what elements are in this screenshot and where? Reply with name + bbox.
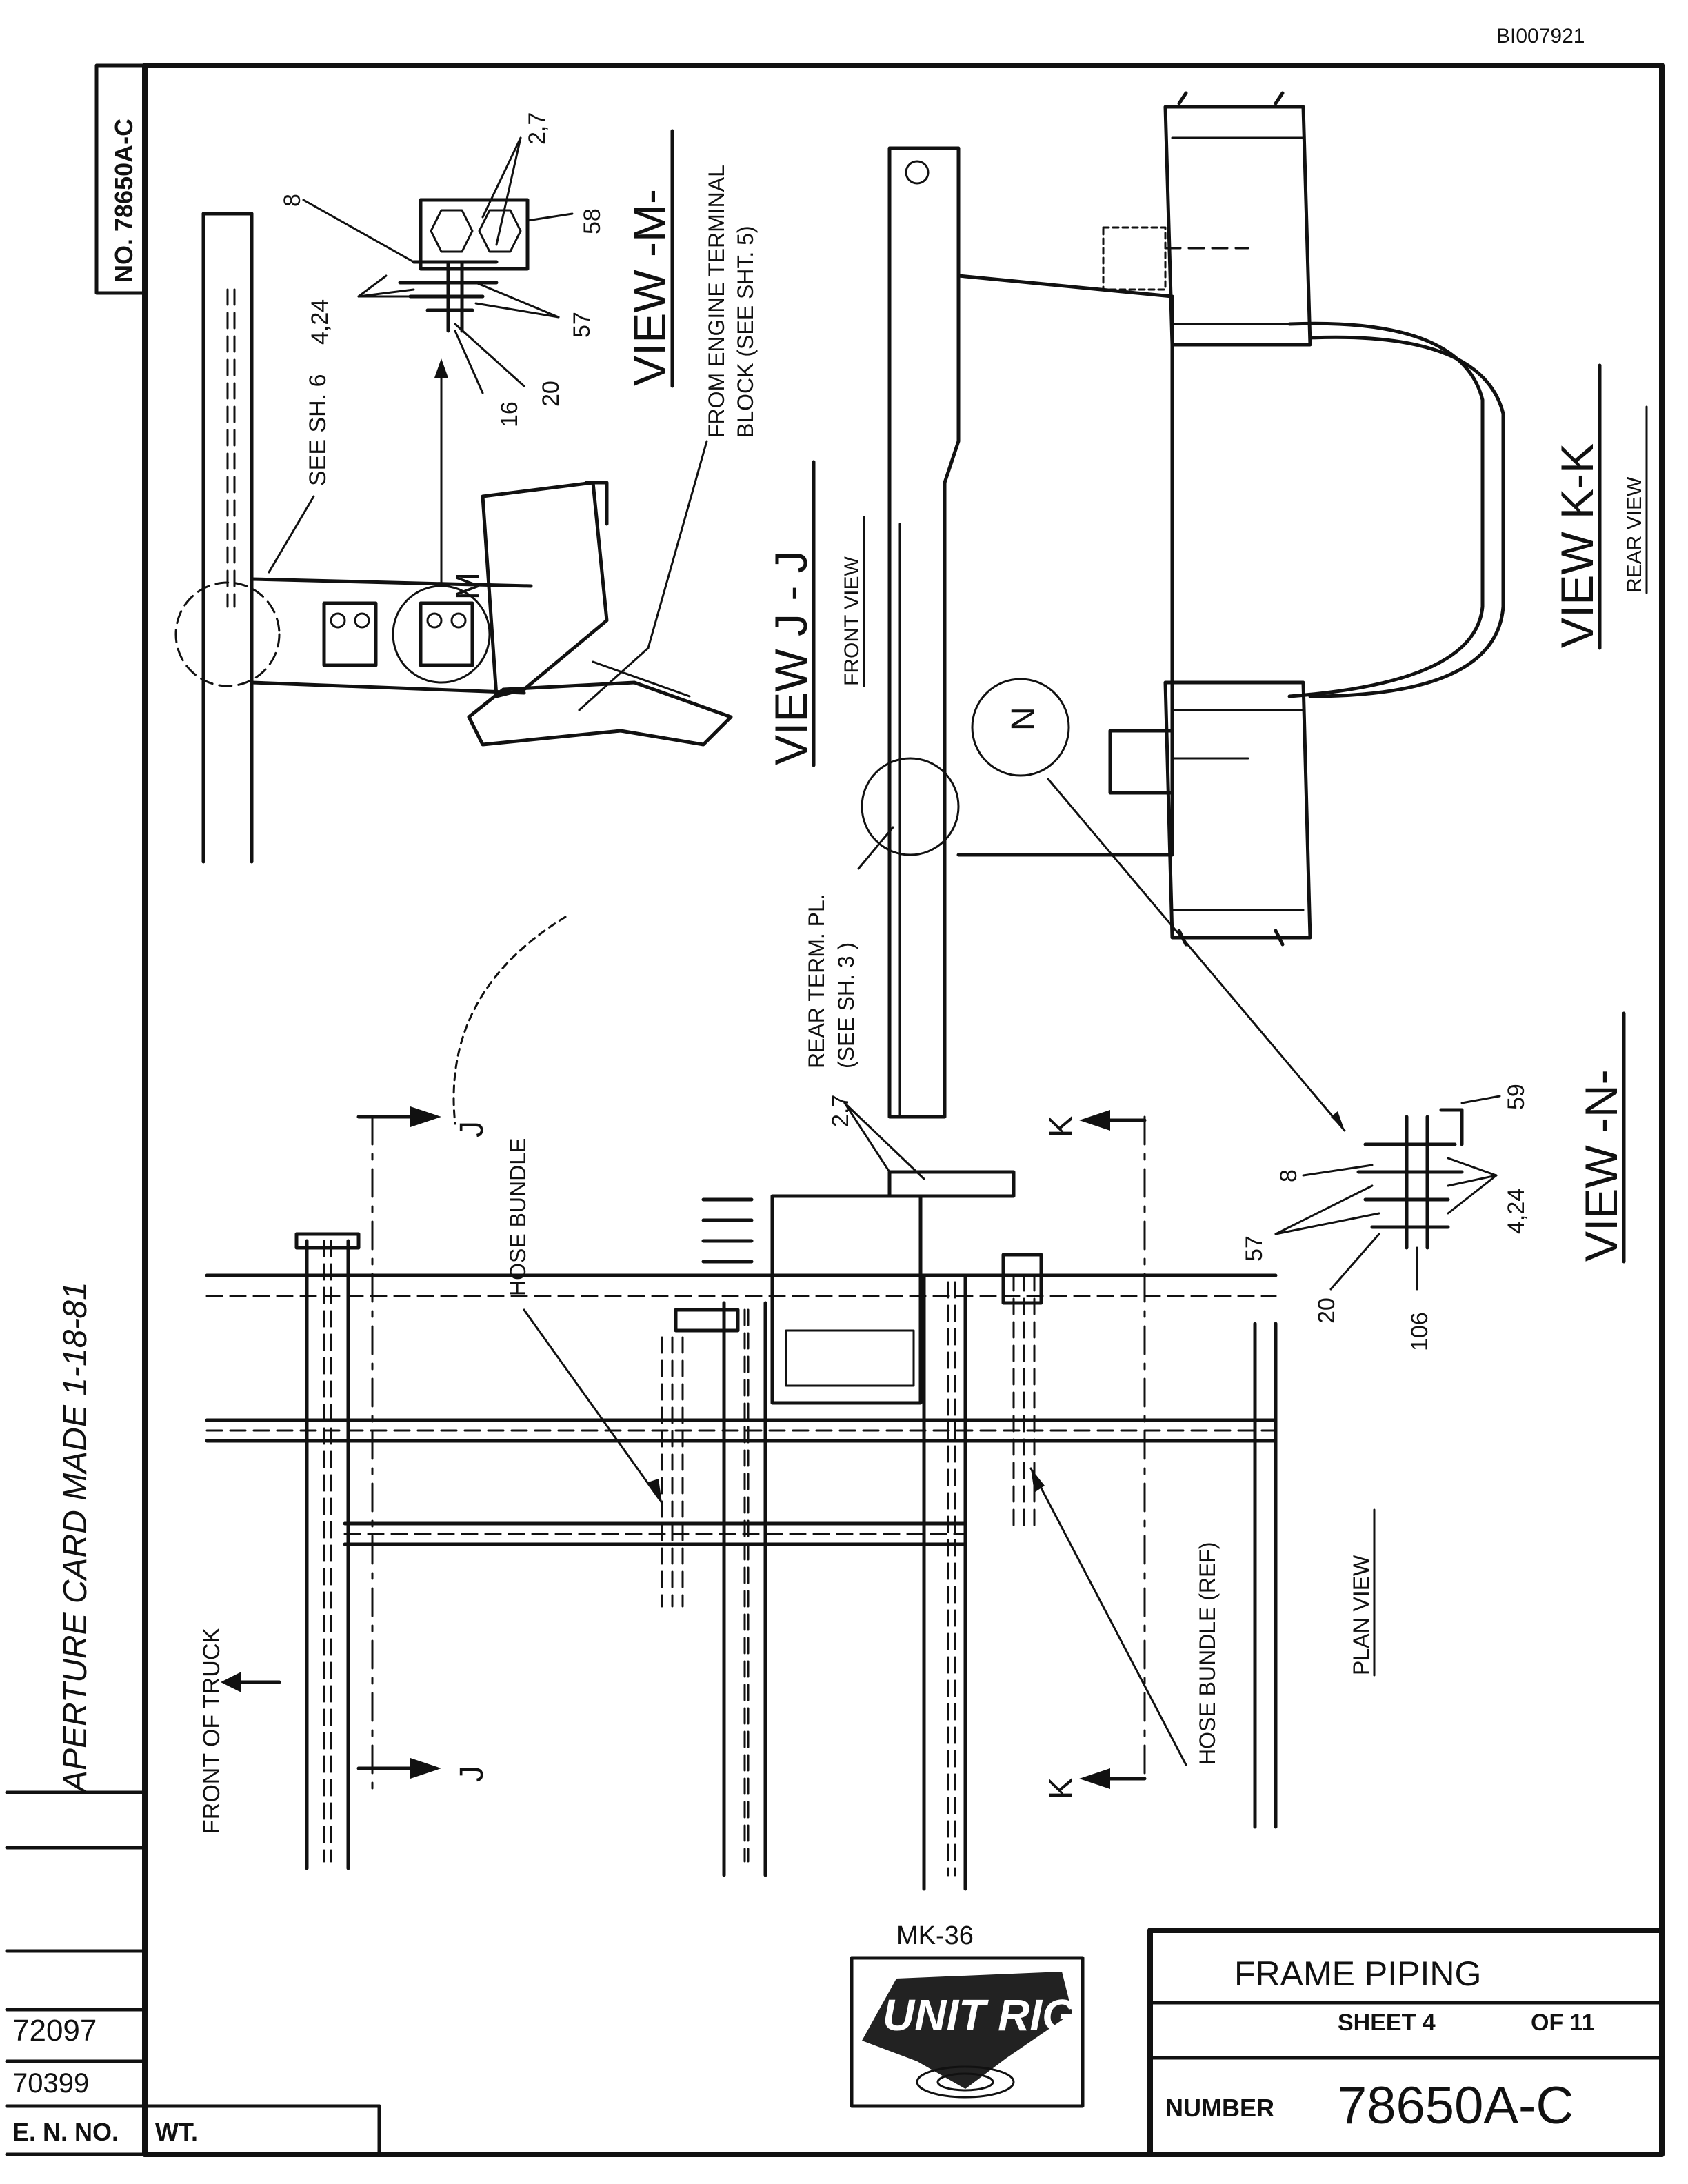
callout-n-106: 106: [1407, 1312, 1433, 1351]
side-number-box: NO. 78650A-C: [94, 63, 147, 295]
from-engine-line-1: FROM ENGINE TERMINAL: [704, 165, 729, 438]
plan-view-drawing: [205, 1102, 1278, 1891]
callout-m-20: 20: [538, 381, 564, 407]
hose-bundle-ref-label: HOSE BUNDLE (REF): [1195, 1541, 1220, 1765]
from-engine-line-2: BLOCK (SEE SHT. 5): [733, 225, 758, 438]
title-text: FRAME PIPING: [1234, 1954, 1481, 1993]
plan-callout-2-7: 2,7: [827, 1095, 854, 1127]
aperture-card-note: APERTURE CARD MADE 1-18-81: [57, 1282, 94, 1794]
callout-m-58: 58: [579, 208, 605, 234]
number-label: NUMBER: [1165, 2094, 1274, 2122]
see-sheet-6-label: SEE SH. 6: [305, 374, 331, 486]
k-section-marker: K: [1043, 1115, 1080, 1138]
wt-label: WT.: [155, 2118, 198, 2146]
callout-m-4-24: 4,24: [307, 299, 333, 345]
callout-m-57: 57: [569, 312, 595, 338]
side-drawing-number: NO. 78650A-C: [110, 119, 138, 283]
en-no-label: E. N. NO.: [12, 2118, 119, 2146]
revision-number: 70399: [12, 2068, 89, 2099]
view-j-subtitle: FRONT VIEW: [841, 556, 863, 686]
callout-m-2-7: 2,7: [524, 112, 550, 145]
view-m-drawing: [302, 136, 574, 394]
drawing-number: 78650A-C: [1338, 2076, 1574, 2135]
rear-term-line-2: (SEE SH. 3 ): [834, 942, 858, 1069]
revision-number: 72097: [12, 2014, 97, 2048]
callout-m-16: 16: [496, 401, 523, 427]
view-n-title: VIEW -N-: [1576, 1069, 1627, 1262]
front-of-truck-label: FRONT OF TRUCK: [199, 1628, 225, 1834]
view-j-j-drawing: [174, 212, 733, 864]
sheet-label: SHEET 4: [1338, 2010, 1436, 2036]
view-k-subtitle: REAR VIEW: [1623, 476, 1646, 593]
logo-text: UNIT RIG: [883, 1990, 1076, 2040]
rear-term-line-1: REAR TERM. PL.: [804, 893, 829, 1069]
m-detail-marker: M: [450, 572, 487, 600]
unit-rig-logo: MK-36 UNIT RIG: [850, 1921, 1085, 2108]
callout-n-8: 8: [1276, 1169, 1302, 1182]
model-label: MK-36: [896, 1921, 974, 1950]
view-k-k-drawing: [857, 91, 1505, 1132]
k-section-marker: K: [1043, 1777, 1080, 1799]
hose-bundle-label: HOSE BUNDLE: [505, 1138, 530, 1296]
callout-n-59: 59: [1503, 1084, 1529, 1110]
drawing-border: [142, 63, 1665, 2157]
plan-view-title: PLAN VIEW: [1349, 1555, 1374, 1675]
callout-n-57: 57: [1241, 1235, 1267, 1262]
j-section-marker: J: [454, 1766, 490, 1782]
document-id: BI007921: [1496, 25, 1585, 48]
callout-m-8: 8: [279, 194, 305, 207]
j-section-marker: J: [454, 1121, 490, 1138]
callout-n-4-24: 4,24: [1503, 1189, 1529, 1234]
view-n-drawing: [1274, 1095, 1501, 1291]
n-detail-marker: N: [1005, 707, 1042, 731]
of-label: OF 11: [1531, 2010, 1595, 2036]
view-j-title: VIEW J - J: [765, 550, 816, 765]
title-block: FRAME PIPING SHEET 4 OF 11 NUMBER 78650A…: [1147, 1928, 1665, 2157]
revision-block: 72097 70399 E. N. NO. WT.: [5, 1790, 381, 2156]
view-k-title: VIEW K-K: [1551, 443, 1602, 648]
callout-n-20: 20: [1314, 1297, 1340, 1324]
view-m-title: VIEW -M-: [624, 189, 675, 386]
